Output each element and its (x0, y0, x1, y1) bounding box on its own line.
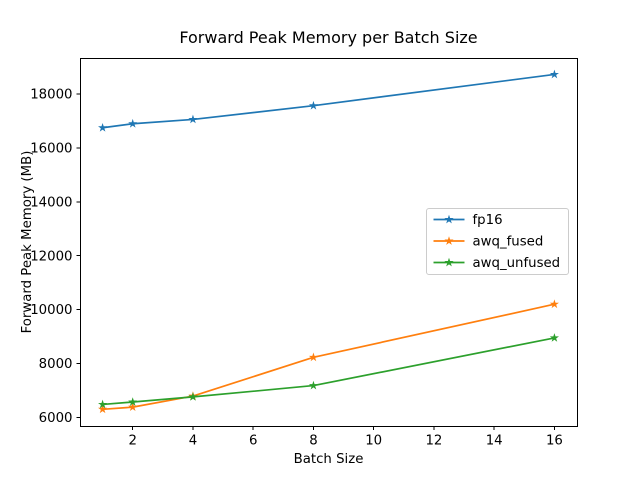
x-tick-label: 6 (249, 434, 257, 449)
plot-border (80, 58, 578, 427)
y-tick-label: 6000 (39, 411, 73, 426)
data-point-marker-awq_unfused (308, 380, 318, 390)
data-point-marker-fp16 (188, 114, 198, 124)
legend-label-awq_fused: awq_fused (473, 235, 544, 250)
data-point-marker-awq_fused (98, 404, 108, 414)
data-point-marker-fp16 (308, 100, 318, 110)
x-tick-label: 12 (425, 434, 442, 449)
x-tick-label: 4 (189, 434, 197, 449)
legend-sample-marker-awq_unfused (444, 257, 454, 267)
y-tick-label: 12000 (30, 249, 72, 264)
data-point-marker-awq_fused (308, 352, 318, 362)
series-line-awq_fused (101, 303, 556, 411)
legend-label-awq_unfused: awq_unfused (473, 256, 561, 271)
plot-area: 2 4 6 8 10 12 14 16 6000 8000 10000 12000 14000 16000… (30, 58, 578, 449)
y-axis-label: Forward Peak Memory (MB) (20, 151, 35, 334)
x-tick-label: 2 (128, 434, 136, 449)
data-point-marker-awq_unfused (188, 392, 198, 401)
data-point-marker-fp16 (128, 118, 138, 128)
x-tick-label: 14 (486, 434, 503, 449)
legend-box (426, 208, 569, 275)
x-axis-label: Batch Size (294, 452, 364, 467)
y-tick-label: 18000 (30, 88, 72, 103)
data-point-marker-awq_unfused (128, 397, 138, 406)
legend: fp16 awq_fused awq_unfused (426, 208, 569, 275)
x-tick-label: 8 (309, 434, 317, 449)
chart-title: Forward Peak Memory per Batch Size (179, 28, 477, 47)
legend-sample-marker-fp16 (444, 214, 454, 224)
data-point-marker-awq_fused (128, 402, 138, 412)
y-tick-label: 10000 (30, 303, 72, 318)
x-tick-label: 16 (546, 434, 563, 449)
series-line-awq_unfused (101, 337, 556, 406)
data-point-marker-fp16 (98, 122, 108, 132)
y-tick-label: 8000 (39, 357, 73, 372)
x-tick-label: 10 (365, 434, 382, 449)
legend-sample-marker-awq_fused (444, 236, 454, 245)
y-tick-label: 14000 (30, 195, 72, 210)
data-point-marker-awq_unfused (98, 399, 108, 409)
legend-label-fp16: fp16 (473, 213, 503, 228)
series-line-fp16 (101, 73, 556, 129)
data-point-marker-fp16 (549, 69, 559, 79)
data-point-marker-awq_fused (549, 299, 559, 309)
y-tick-label: 16000 (30, 142, 72, 157)
data-point-marker-awq_unfused (549, 333, 559, 342)
